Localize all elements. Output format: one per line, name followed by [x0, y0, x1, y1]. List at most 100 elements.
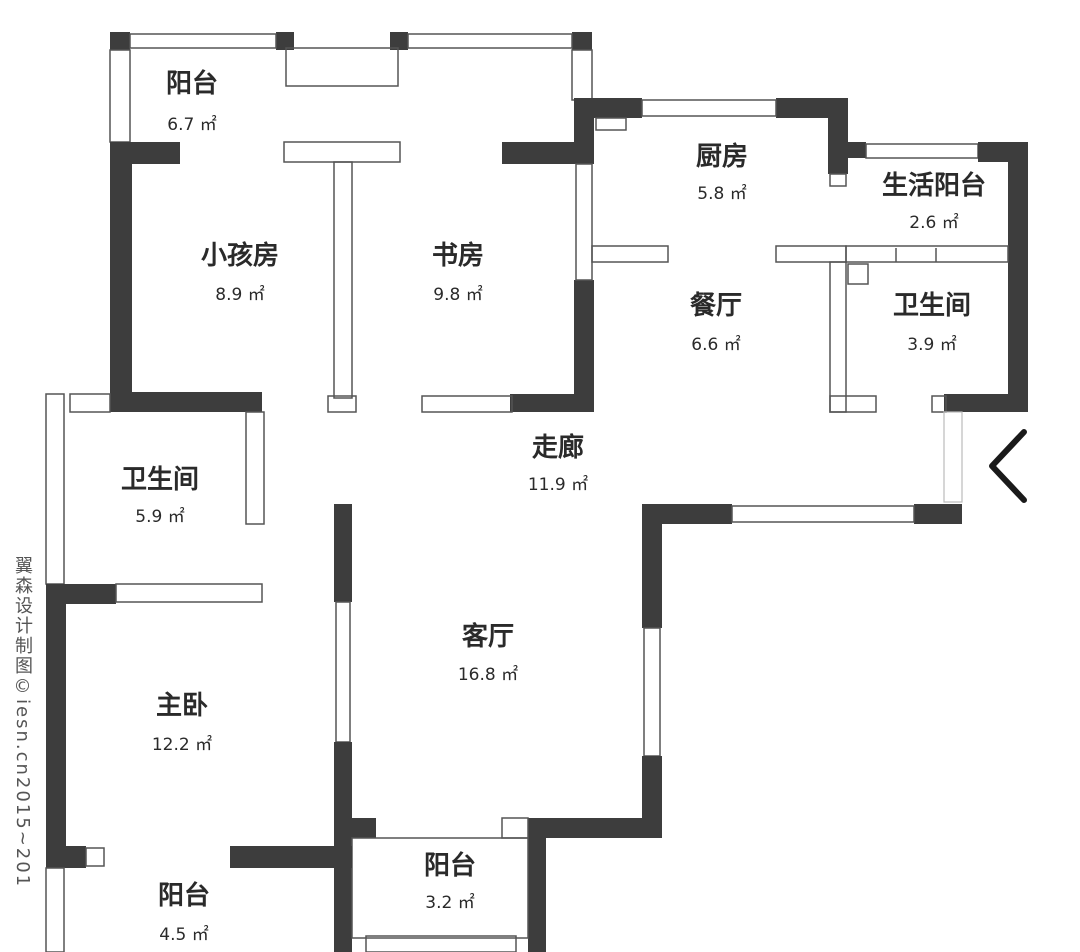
wall: [528, 818, 662, 838]
wall: [591, 245, 669, 263]
wall: [334, 742, 352, 842]
room-name: 小孩房: [201, 240, 279, 271]
wall: [334, 504, 352, 602]
wall: [944, 394, 1028, 412]
room-area: 3.2 ㎡: [425, 893, 474, 913]
fixture: [595, 117, 627, 131]
room-name: 卫生间: [121, 465, 199, 495]
window: [351, 837, 529, 939]
wall: [829, 261, 847, 413]
room-dining: 餐厅 6.6 ㎡: [690, 291, 742, 355]
wall: [110, 142, 132, 412]
wall: [528, 838, 546, 952]
wall: [46, 846, 86, 868]
wall: [110, 32, 130, 50]
window: [407, 33, 573, 49]
wall: [848, 142, 866, 158]
wall: [775, 245, 847, 263]
wall: [914, 504, 962, 524]
walls: [45, 32, 1028, 952]
room-name: 阳台: [158, 880, 210, 911]
room-area: 11.9 ㎡: [528, 475, 588, 495]
room-area: 12.2 ㎡: [152, 735, 212, 755]
room-name: 卫生间: [893, 291, 971, 321]
wall: [571, 49, 593, 101]
wall: [829, 173, 847, 187]
wall: [931, 395, 947, 413]
wall: [45, 393, 65, 585]
window: [69, 393, 111, 413]
wall: [333, 161, 353, 399]
room-master-bedroom: 主卧 12.2 ㎡: [152, 691, 212, 755]
wall: [572, 32, 592, 50]
room-child-room: 小孩房 8.9 ㎡: [201, 240, 279, 305]
room-area: 2.6 ㎡: [909, 213, 958, 233]
room-name: 餐厅: [690, 291, 742, 321]
room-name: 阳台: [166, 68, 218, 99]
window: [335, 601, 351, 743]
wall: [642, 504, 662, 628]
room-balcony-bottom: 阳台 4.5 ㎡: [158, 880, 210, 945]
wall: [421, 395, 513, 413]
wall: [85, 847, 105, 867]
room-area: 8.9 ㎡: [215, 285, 264, 305]
room-name: 生活阳台: [882, 170, 986, 201]
wall: [575, 163, 593, 281]
wall: [327, 395, 357, 413]
room-area: 6.7 ㎡: [167, 115, 216, 135]
wall: [574, 280, 594, 412]
room-study: 书房 9.8 ㎡: [432, 241, 484, 305]
room-name: 主卧: [156, 691, 208, 721]
wall: [46, 584, 66, 868]
window: [865, 143, 979, 159]
room-name: 书房: [432, 241, 484, 271]
wall: [115, 583, 263, 603]
room-area: 4.5 ㎡: [159, 925, 208, 945]
window: [731, 505, 915, 523]
room-area: 3.9 ㎡: [907, 335, 956, 355]
wall: [642, 504, 732, 524]
window: [285, 47, 399, 87]
room-balcony-mid: 阳台 3.2 ㎡: [424, 850, 476, 913]
wall: [502, 142, 594, 164]
room-bath-left: 卫生间 5.9 ㎡: [121, 465, 199, 527]
wall: [510, 394, 594, 412]
room-area: 16.8 ㎡: [458, 665, 518, 685]
chevron-left-icon[interactable]: [980, 426, 1040, 506]
wall: [642, 756, 662, 838]
wall: [110, 392, 262, 412]
wall: [1008, 142, 1028, 412]
wall: [390, 32, 408, 50]
wall: [245, 411, 265, 525]
door: [283, 141, 401, 163]
wall: [276, 32, 294, 50]
wall: [109, 49, 131, 143]
window: [365, 935, 517, 952]
window: [643, 627, 661, 757]
room-area: 9.8 ㎡: [433, 285, 482, 305]
room-corridor: 走廊 11.9 ㎡: [528, 432, 588, 495]
room-name: 走廊: [532, 432, 584, 463]
room-balcony-top: 阳台 6.7 ㎡: [166, 68, 218, 135]
fixture: [847, 263, 869, 285]
wall: [334, 818, 376, 838]
window: [129, 33, 277, 49]
wall: [230, 846, 352, 868]
room-area: 5.9 ㎡: [135, 507, 184, 527]
wall: [829, 395, 877, 413]
wall: [574, 98, 642, 118]
room-bath-right: 卫生间 3.9 ㎡: [893, 291, 971, 355]
room-kitchen: 厨房 5.8 ㎡: [696, 142, 748, 204]
room-area: 6.6 ㎡: [691, 335, 740, 355]
room-name: 阳台: [424, 850, 476, 881]
wall: [45, 867, 65, 952]
wall: [501, 817, 529, 839]
room-utility-balcony: 生活阳台 2.6 ㎡: [882, 170, 986, 233]
room-name: 厨房: [696, 142, 748, 172]
window: [641, 99, 777, 117]
room-area: 5.8 ㎡: [697, 184, 746, 204]
wall: [828, 98, 848, 174]
